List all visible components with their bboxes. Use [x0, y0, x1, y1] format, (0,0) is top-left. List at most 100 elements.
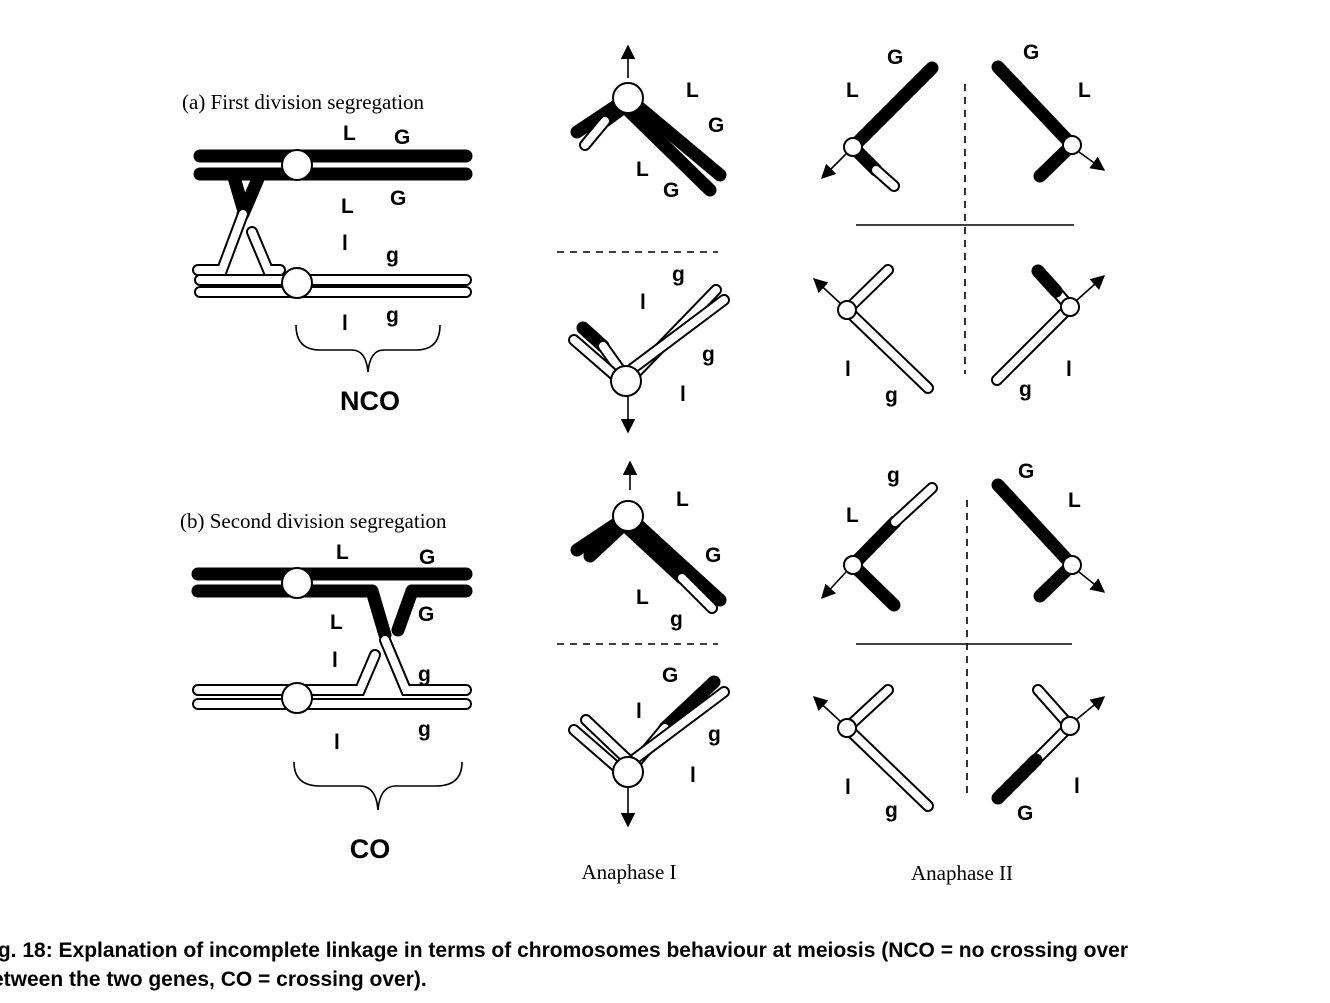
black-crossover-stub	[391, 584, 419, 637]
gene-label: g	[418, 663, 431, 686]
black-segment	[991, 753, 1043, 805]
black-chromatid	[621, 509, 727, 607]
panel-a-anaphase1: L G L G g l g l	[557, 44, 730, 434]
gene-label: g	[702, 343, 715, 366]
gene-label: g	[708, 723, 721, 746]
gene-label: L	[336, 541, 349, 564]
panel-a-anaphase2: G L G L l g l g	[812, 41, 1106, 407]
black-segment	[1031, 264, 1063, 298]
gene-label: g	[386, 244, 399, 267]
gene-label: L	[341, 195, 354, 218]
centromere	[610, 365, 642, 397]
arrow	[1078, 151, 1106, 171]
black-crossover-arm	[236, 167, 267, 221]
panel-b-prophase: (b) Second division segregation L G L G …	[180, 509, 473, 864]
gene-label: g	[418, 718, 431, 741]
gene-label: L	[1068, 489, 1081, 512]
black-chromatid	[846, 61, 939, 154]
centromere	[1062, 135, 1082, 155]
gene-label: G	[1023, 41, 1039, 64]
gene-label: G	[1018, 460, 1034, 483]
gene-label: G	[394, 126, 410, 149]
gene-label: l	[845, 358, 851, 381]
gene-label: G	[418, 603, 434, 626]
black-segment	[846, 515, 902, 572]
centromere	[843, 137, 863, 157]
gene-label: L	[846, 504, 859, 527]
gene-label: G	[705, 544, 721, 567]
gene-label: L	[636, 586, 649, 609]
black-chromatid	[991, 60, 1079, 152]
gene-label: g	[1019, 378, 1032, 401]
centromere	[612, 756, 644, 788]
gene-label: g	[885, 799, 898, 822]
panel-b-anaphase2: g L G L l g l G	[812, 460, 1106, 825]
arrow	[1076, 696, 1106, 720]
black-chromatid	[583, 521, 627, 563]
figure-caption: ig. 18: Explanation of incomplete linkag…	[0, 939, 1129, 991]
gene-label: L	[676, 488, 689, 511]
panel-b-group-label: CO	[350, 834, 391, 864]
centromere	[281, 149, 313, 181]
panel-a-prophase: (a) First division segregation L G L G l…	[182, 90, 473, 416]
gene-label: l	[334, 731, 340, 754]
gene-label: L	[686, 79, 699, 102]
gene-label: g	[887, 464, 900, 487]
arrow	[812, 696, 841, 722]
centromere	[837, 718, 857, 738]
black-segment	[621, 521, 689, 585]
centromere	[612, 82, 644, 114]
anaphase1-label: Anaphase I	[581, 860, 676, 884]
gene-label: G	[1017, 802, 1033, 825]
gene-label: G	[663, 179, 679, 202]
panel-b-title: (b) Second division segregation	[180, 509, 447, 533]
gene-label: l	[680, 383, 686, 406]
gene-label: L	[636, 158, 649, 181]
centromere	[1060, 716, 1080, 736]
centromere	[612, 500, 644, 532]
gene-label: G	[708, 114, 724, 137]
white-crossover-arm-2	[192, 649, 381, 696]
gene-label: g	[386, 304, 399, 327]
gene-label: l	[342, 232, 348, 255]
anaphase2-label: Anaphase II	[911, 861, 1013, 885]
gene-label: l	[845, 776, 851, 799]
gene-label: g	[670, 608, 683, 631]
arrow	[812, 278, 841, 304]
gene-label: g	[672, 263, 685, 286]
centromere	[281, 682, 313, 714]
gene-label: L	[1078, 79, 1091, 102]
arrow	[1076, 275, 1106, 301]
brace	[293, 761, 463, 811]
black-crossover-arm	[365, 584, 392, 642]
gene-label: G	[419, 546, 435, 569]
black-segment	[658, 675, 721, 735]
gene-label: L	[343, 122, 356, 145]
panel-b-anaphase1: L G L g G l g l	[557, 460, 730, 828]
black-chromatid	[991, 478, 1079, 572]
centromere	[1062, 555, 1082, 575]
gene-label: l	[640, 291, 646, 314]
gene-label: G	[662, 664, 678, 687]
gene-label: l	[636, 700, 642, 723]
gene-label: G	[887, 46, 903, 69]
centromere	[837, 300, 857, 320]
panel-a-title: (a) First division segregation	[182, 90, 425, 114]
arrow	[1078, 571, 1106, 593]
centromere	[843, 555, 863, 575]
centromere	[281, 267, 313, 299]
black-chromatid	[621, 91, 727, 182]
centromere	[281, 567, 313, 599]
gene-label: L	[330, 611, 343, 634]
panel-a-group-label: NCO	[340, 386, 400, 416]
black-chromatid	[621, 103, 717, 197]
brace	[295, 324, 441, 373]
gene-label: l	[342, 312, 348, 335]
arrow	[820, 153, 847, 180]
gene-label: l	[332, 649, 338, 672]
gene-label: G	[390, 187, 406, 210]
gene-label: l	[1074, 775, 1080, 798]
centromere	[1060, 297, 1080, 317]
arrow	[821, 571, 847, 600]
